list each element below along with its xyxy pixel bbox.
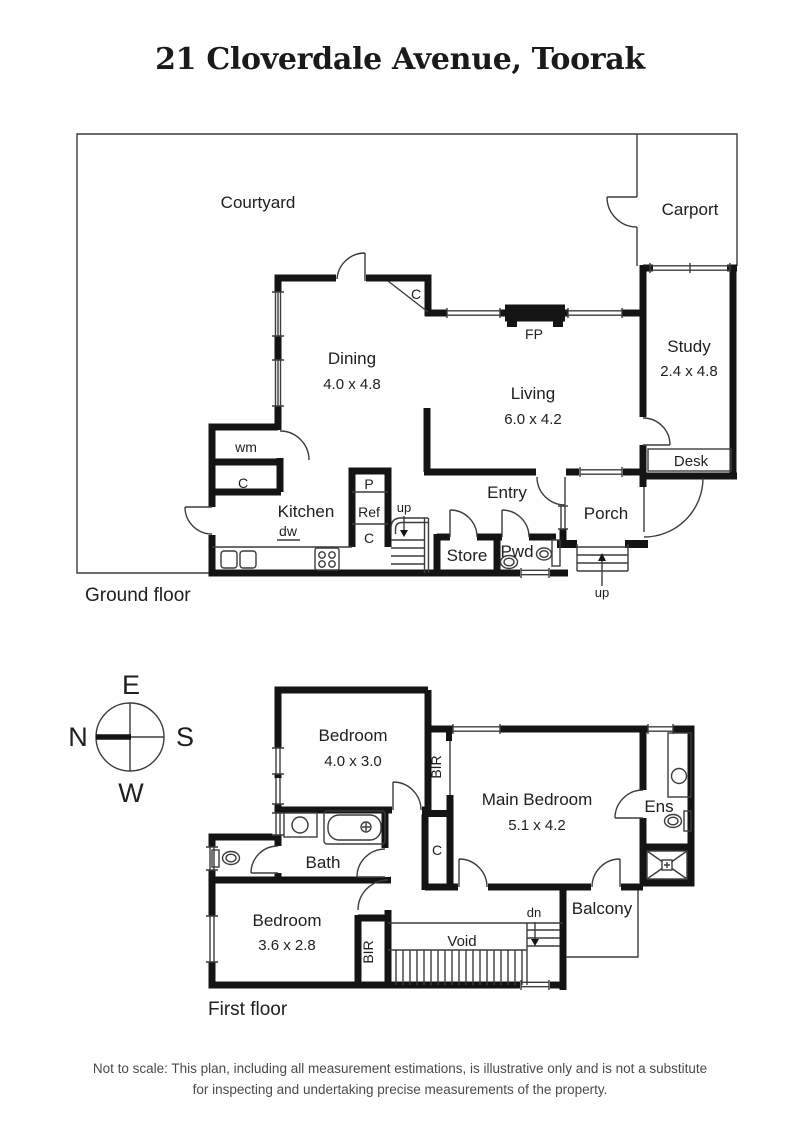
porch-steps-icon xyxy=(576,544,629,586)
ground-floor-plan: Courtyard Carport Dining 4.0 x 4.8 Livin… xyxy=(76,133,738,606)
bedroom1-dims: 4.0 x 3.0 xyxy=(324,753,382,770)
stairs-down-label: dn xyxy=(527,905,541,920)
window-icon xyxy=(272,263,731,578)
fridge-label: Ref xyxy=(358,504,380,520)
desk-label: Desk xyxy=(674,453,709,470)
closet-kitchen-label: C xyxy=(364,530,374,546)
door-arcs xyxy=(250,781,644,911)
sink-icon xyxy=(220,550,257,569)
closet-door-line xyxy=(387,280,429,313)
balcony-label: Balcony xyxy=(572,899,633,918)
toilet-icon xyxy=(211,849,241,868)
void-stairs-icon xyxy=(388,922,563,985)
void-label: Void xyxy=(447,933,476,950)
first-floor-label: First floor xyxy=(208,999,288,1020)
dishwasher-label: dw xyxy=(279,523,298,539)
porch-up-label: up xyxy=(595,585,609,600)
carport-gate-door xyxy=(606,196,638,228)
courtyard-boundary xyxy=(76,133,738,574)
shower-icon xyxy=(646,850,688,880)
ground-floor-label: Ground floor xyxy=(85,585,191,606)
store-label: Store xyxy=(447,546,488,565)
balcony-boundary xyxy=(566,890,639,958)
compass-rose: E N S W xyxy=(68,670,194,808)
ens-vanity-icon xyxy=(667,732,692,798)
compass-west: W xyxy=(118,778,144,808)
living-dims: 6.0 x 4.2 xyxy=(504,411,562,428)
fireplace-label: FP xyxy=(525,326,543,342)
closet-laundry-label: C xyxy=(238,475,248,491)
compass-north: N xyxy=(68,722,88,752)
bath-vanity-icon xyxy=(283,812,318,838)
kitchen-label: Kitchen xyxy=(278,502,335,521)
bedroom1-label: Bedroom xyxy=(319,726,388,745)
closet-label: C xyxy=(432,842,442,858)
disclaimer: Not to scale: This plan, including all m… xyxy=(0,1058,800,1100)
closet-dining-label: C xyxy=(411,286,421,302)
bedroom2-label: Bedroom xyxy=(253,911,322,930)
page-title: 21 Cloverdale Avenue, Toorak xyxy=(155,42,645,77)
bathtub-icon xyxy=(323,810,386,845)
ensuite-label: Ens xyxy=(644,797,673,816)
powder-label: Pwd xyxy=(500,542,533,561)
dining-dims: 4.0 x 4.8 xyxy=(323,376,381,393)
pantry-divider-lines xyxy=(352,491,388,525)
bath-label: Bath xyxy=(306,853,341,872)
toilet-icon xyxy=(663,810,692,832)
study-label: Study xyxy=(667,337,711,356)
main-bedroom-label: Main Bedroom xyxy=(482,790,593,809)
stove-icon xyxy=(314,547,340,571)
desk-outline xyxy=(647,448,732,472)
compass-east: E xyxy=(122,670,140,700)
door-arcs xyxy=(184,252,704,538)
pantry-label: P xyxy=(364,476,373,492)
compass-south: S xyxy=(176,722,194,752)
main-bedroom-dims: 5.1 x 4.2 xyxy=(508,817,566,834)
carport-label: Carport xyxy=(662,200,719,219)
entry-label: Entry xyxy=(487,483,527,502)
robe1-label: BIR xyxy=(428,755,444,778)
toilet-icon xyxy=(499,554,519,570)
disclaimer-line2: for inspecting and undertaking precise m… xyxy=(192,1082,608,1097)
study-dims: 2.4 x 4.8 xyxy=(660,363,718,380)
wm-label: wm xyxy=(234,439,257,455)
disclaimer-line1: Not to scale: This plan, including all m… xyxy=(92,1061,708,1076)
courtyard-label: Courtyard xyxy=(221,193,296,212)
living-label: Living xyxy=(511,384,555,403)
basin-icon xyxy=(535,539,561,567)
stairs-up-label: up xyxy=(397,500,411,515)
fireplace-icon xyxy=(505,304,565,327)
robe2-label: BIR xyxy=(360,940,376,963)
kitchen-counter xyxy=(212,539,352,548)
porch-label: Porch xyxy=(584,504,628,523)
stairs-up-icon xyxy=(390,516,430,573)
first-floor-plan: Bedroom 4.0 x 3.0 BIR Main Bedroom 5.1 x… xyxy=(206,686,695,1020)
window-icon xyxy=(206,724,674,990)
dining-label: Dining xyxy=(328,349,376,368)
bedroom2-dims: 3.6 x 2.8 xyxy=(258,937,316,954)
